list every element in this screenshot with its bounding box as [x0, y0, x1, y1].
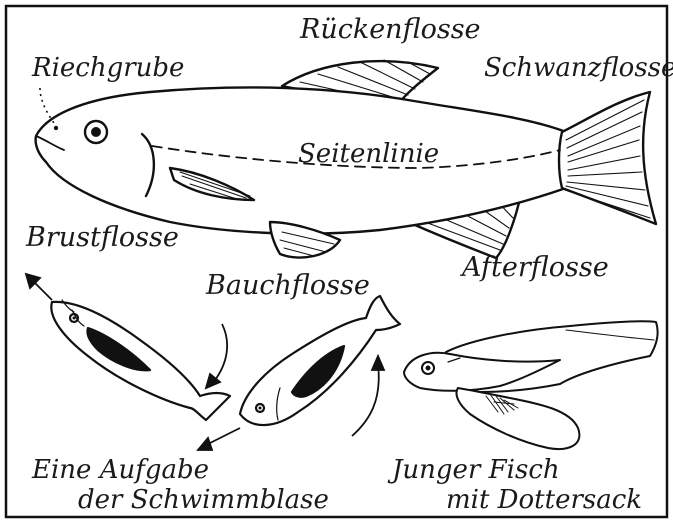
label-afterflosse: Afterflosse: [459, 252, 609, 283]
downward-curve-arrow: [206, 324, 227, 388]
label-bauchflosse: Bauchflosse: [205, 270, 370, 301]
label-riechgrube: Riechgrube: [31, 53, 184, 83]
label-rueckenflosse: Rückenflosse: [299, 14, 481, 45]
caption-right-line1: Junger Fisch: [387, 455, 560, 485]
yolk-sac: [457, 388, 580, 449]
label-seitenlinie: Seitenlinie: [298, 139, 439, 169]
ascend-arrow: [26, 274, 52, 300]
fish-ascending: [51, 300, 230, 420]
nostril: [54, 126, 58, 130]
descend-arrow: [198, 428, 240, 450]
upward-curve-arrow: [352, 356, 384, 436]
caption-left-line1: Eine Aufgabe: [31, 455, 209, 485]
caption-right-line2: mit Dottersack: [446, 485, 642, 515]
caption-left-line2: der Schwimmblase: [78, 485, 329, 515]
label-schwanzflosse: Schwanzflosse: [484, 53, 673, 83]
label-brustflosse: Brustflosse: [25, 222, 179, 253]
young-fish: [404, 321, 658, 449]
